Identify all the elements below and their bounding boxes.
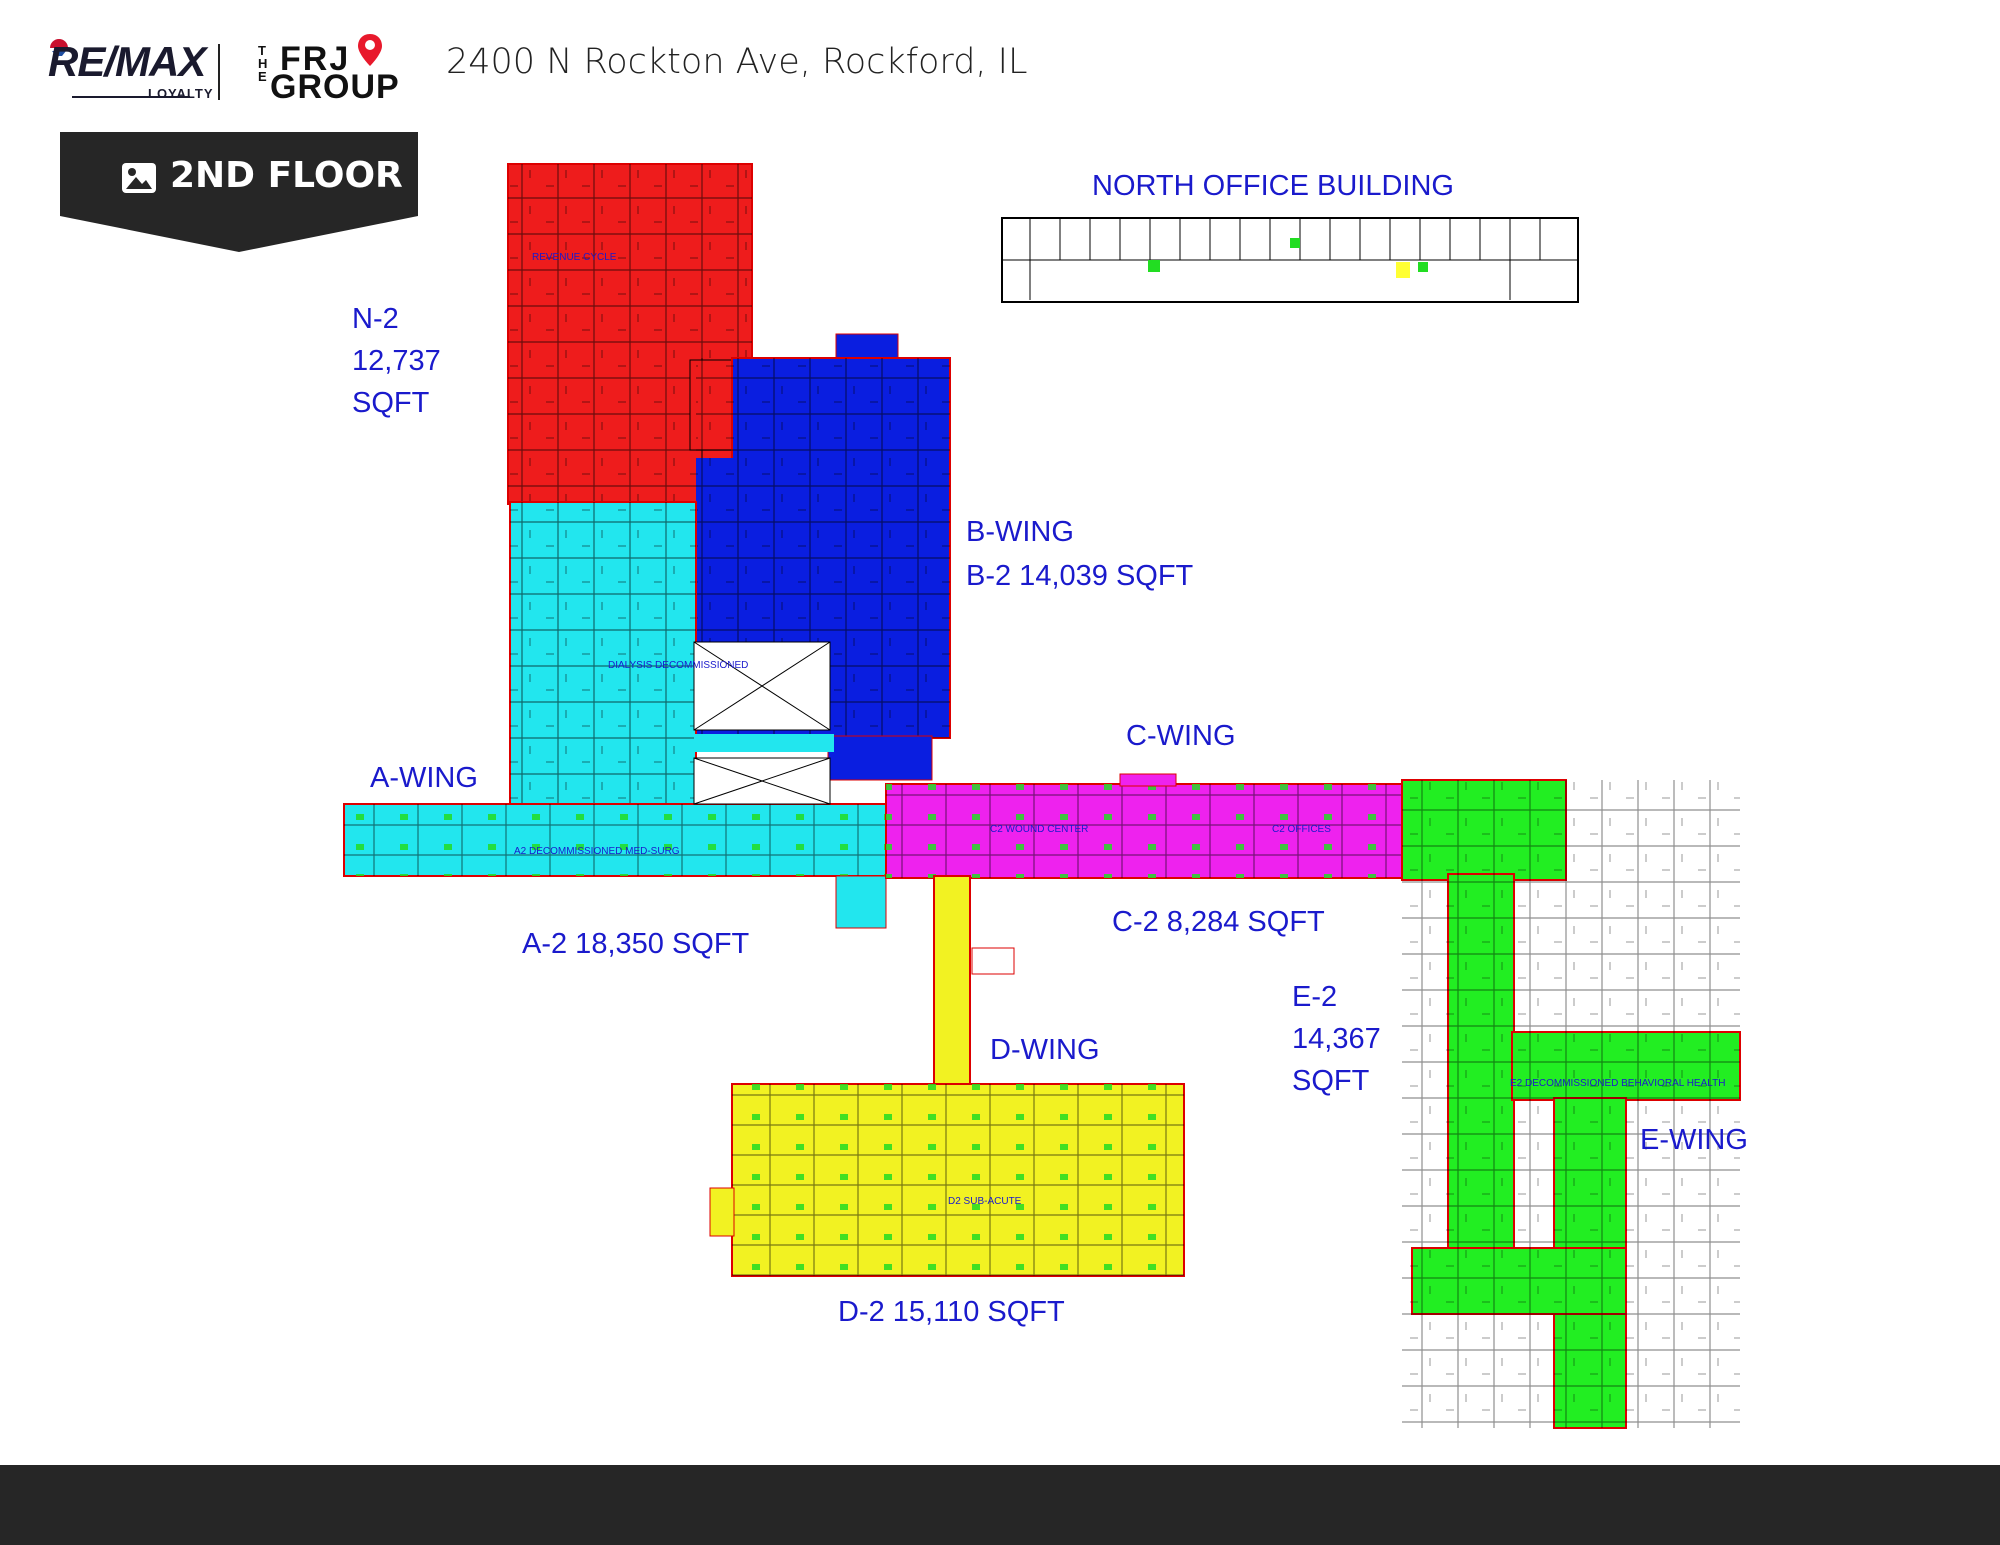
label-a-wing: A-WING [370, 762, 478, 794]
n-wing [507, 163, 753, 505]
label-e-wing: E-WING [1640, 1124, 1748, 1156]
remax-subtitle: LOYALTY [148, 86, 214, 101]
label-c-wing: C-WING [1126, 720, 1236, 752]
frj-top-text: FRJ [280, 40, 351, 78]
property-address: 2400 N Rockton Ave, Rockford, IL [446, 42, 1028, 82]
logo-divider [218, 44, 220, 100]
floor-banner [60, 132, 418, 252]
label-n2: N-2 12,737 SQFT [352, 303, 441, 419]
label-b2-area: B-2 14,039 SQFT [966, 560, 1194, 592]
room-label-c2-offices: C2 OFFICES [1272, 824, 1331, 835]
c-wing [885, 773, 1407, 879]
label-a2-area: A-2 18,350 SQFT [522, 928, 750, 960]
room-label-dialysis: DIALYSIS DECOMMISSIONED [608, 660, 749, 671]
light-shafts [693, 641, 831, 805]
label-d-wing: D-WING [990, 1034, 1100, 1066]
label-c2-area: C-2 8,284 SQFT [1112, 906, 1325, 938]
e-wing [1401, 779, 1741, 1429]
map-pin-icon [358, 34, 382, 66]
frj-bottom-text: GROUP [270, 68, 400, 106]
balloon-icon [50, 39, 68, 56]
label-e2: E-2 14,367 SQFT [1292, 981, 1381, 1097]
label-b-wing: B-WING [966, 516, 1074, 548]
frj-the: THE [258, 43, 268, 84]
label-north-office: NORTH OFFICE BUILDING [1092, 170, 1454, 202]
room-label-e2: E2 DECOMMISSIONED BEHAVIORAL HEALTH [1510, 1078, 1726, 1089]
room-label-revenue: REVENUE CYCLE [532, 252, 617, 263]
remax-wordmark: RE/MAX [48, 38, 206, 85]
a-wing [343, 501, 887, 929]
d-wing [709, 875, 1185, 1277]
room-label-d2: D2 SUB-ACUTE [948, 1196, 1022, 1207]
floor-label: 2ND FLOOR [170, 155, 403, 196]
north-office-building [1001, 217, 1579, 303]
room-label-a2: A2 DECOMMISSIONED MED-SURG [514, 846, 680, 857]
label-d2-area: D-2 15,110 SQFT [838, 1296, 1065, 1328]
image-icon [122, 163, 156, 193]
room-label-c2-wound: C2 WOUND CENTER [990, 824, 1089, 835]
remax-underline [72, 96, 190, 98]
footer-bar [0, 1465, 2000, 1545]
